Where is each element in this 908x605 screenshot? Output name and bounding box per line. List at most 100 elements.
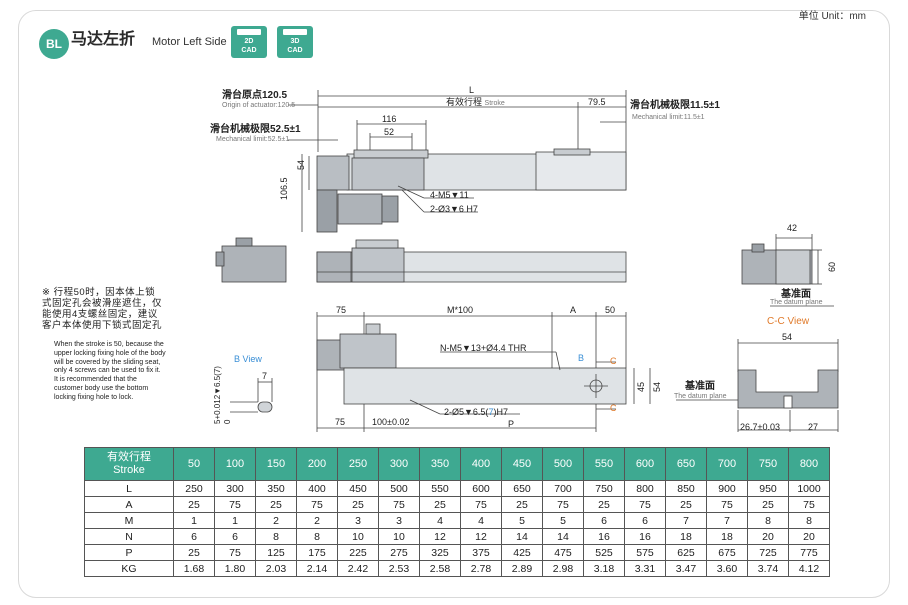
table-cell: 2.42 [337,560,379,577]
table-cell: 18 [665,528,707,545]
table-cell: 1 [214,512,256,529]
hole-spec-m5: 4-M5▼11 [430,190,469,200]
dim-75-bottom: 75 [335,417,346,427]
table-cell: 75 [214,544,256,561]
stroke-cell: 750 [747,447,789,481]
cad-2d-line1: 2D [244,38,254,45]
cad-3d-button[interactable]: 3D CAD [277,26,313,58]
dim-52: 52 [384,127,395,137]
stroke-cell: 150 [255,447,297,481]
stroke-cell: 800 [788,447,830,481]
cad-2d-button[interactable]: 2D CAD [231,26,267,58]
b-view-marker: B [578,353,585,363]
left-end-view-drawing [215,237,287,283]
table-cell: 5 [542,512,584,529]
cc-dim-27: 27 [808,422,819,432]
table-cell: 625 [665,544,707,561]
dim-116: 116 [382,114,397,124]
table-cell: 2.14 [296,560,338,577]
hole-spec-p-pre: 2-Ø5▼6.5( [444,407,489,417]
table-cell: 75 [378,496,420,513]
table-cell: 2.78 [460,560,502,577]
table-cell: 4.12 [788,560,830,577]
cad-2d-line2: CAD [241,47,257,54]
table-cell: 25 [337,496,379,513]
section-c-top: C [610,356,617,366]
stroke-cell: 200 [296,447,338,481]
table-cell: 425 [501,544,543,561]
table-cell: 2.03 [255,560,297,577]
table-cell: 1 [173,512,215,529]
hole-spec-p-post: )H7 [493,407,508,417]
table-cell: 6 [173,528,215,545]
datum-plane-cn: 基准面 [781,289,811,300]
table-cell: 375 [460,544,502,561]
table-cell: 125 [255,544,297,561]
table-cell: 550 [419,480,461,497]
cc-datum-cn: 基准面 [685,381,715,392]
stroke-cell: 100 [214,447,256,481]
table-cell: 2.53 [378,560,420,577]
b-view-zero: 0 [223,419,232,424]
table-cell: 1.80 [214,560,256,577]
table-cell: 7 [665,512,707,529]
table-cell: 8 [255,528,297,545]
note-en: When the stroke is 50, because the upper… [54,341,166,401]
table-cell: 700 [542,480,584,497]
table-cell: 900 [706,480,748,497]
row-label: N [84,528,174,545]
table-cell: 575 [624,544,666,561]
table-cell: 2.58 [419,560,461,577]
table-cell: 275 [378,544,420,561]
unit-label: 单位 Unit：mm [798,11,866,22]
hole-spec-p-depth: 7 [488,407,494,417]
cad-3d-line1: 3D [290,38,300,45]
table-cell: 8 [788,512,830,529]
stroke-cell: 550 [583,447,625,481]
table-cell: 6 [214,528,256,545]
origin-label-en: Origin of actuator:120.5 [222,102,296,109]
b-view-title: B View [234,354,262,364]
dim-P: P [508,419,515,429]
table-cell: 5 [501,512,543,529]
table-cell: 475 [542,544,584,561]
stroke-cell: 450 [501,447,543,481]
hole-spec-p: 2-Ø5▼6.5(7)H7 [444,408,508,417]
table-cell: 750 [583,480,625,497]
stroke-label-cn: 有效行程 Stroke [446,98,505,108]
cad-3d-line2: CAD [287,47,303,54]
dim-54-top: 54 [296,159,306,170]
table-cell: 8 [296,528,338,545]
hole-spec-o3: 2-Ø3▼6 H7 [430,204,478,214]
dim-106-5: 106.5 [279,177,289,200]
stroke-cell: 50 [173,447,215,481]
bottom-view-drawing [316,312,651,432]
table-cell: 25 [419,496,461,513]
section-c-bottom: C [610,403,617,413]
table-cell: 75 [706,496,748,513]
table-cell: 16 [624,528,666,545]
table-cell: 75 [214,496,256,513]
table-cell: 850 [665,480,707,497]
mech-limit-left-en: Mechanical limit:52.5±1 [216,136,290,143]
page-title-en: Motor Left Side [152,36,227,48]
dim-45: 45 [636,381,646,392]
table-cell: 25 [173,544,215,561]
table-cell: 2 [255,512,297,529]
dim-79-5: 79.5 [588,97,606,107]
row-label: A [84,496,174,513]
stroke-header-cn: 有效行程 [107,451,151,463]
table-cell: 325 [419,544,461,561]
table-cell: 25 [501,496,543,513]
table-cell: 775 [788,544,830,561]
stroke-cell: 300 [378,447,420,481]
mech-limit-right-cn: 滑台机械极限11.5±1 [630,100,720,111]
stroke-cell: 400 [460,447,502,481]
table-cell: 20 [747,528,789,545]
